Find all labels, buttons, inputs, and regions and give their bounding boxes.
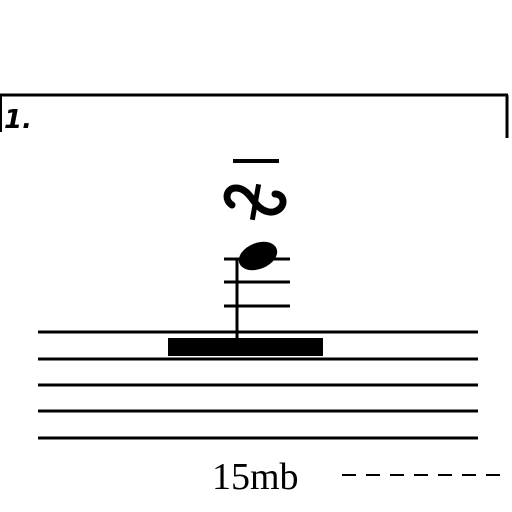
note-head [238,241,278,271]
eighth-note-icon [224,241,290,340]
ottava-text: 15mb [212,456,299,498]
volta-bracket: 1. [0,93,509,138]
turn-slash [249,183,262,221]
ornament-bar [233,159,279,163]
turn-icon [223,184,287,216]
volta-number: 1. [4,105,32,135]
turn-with-accidental-icon [223,159,287,221]
rest-block [168,338,323,356]
ottava-marking: 15mb [212,456,500,498]
staff [38,330,478,440]
